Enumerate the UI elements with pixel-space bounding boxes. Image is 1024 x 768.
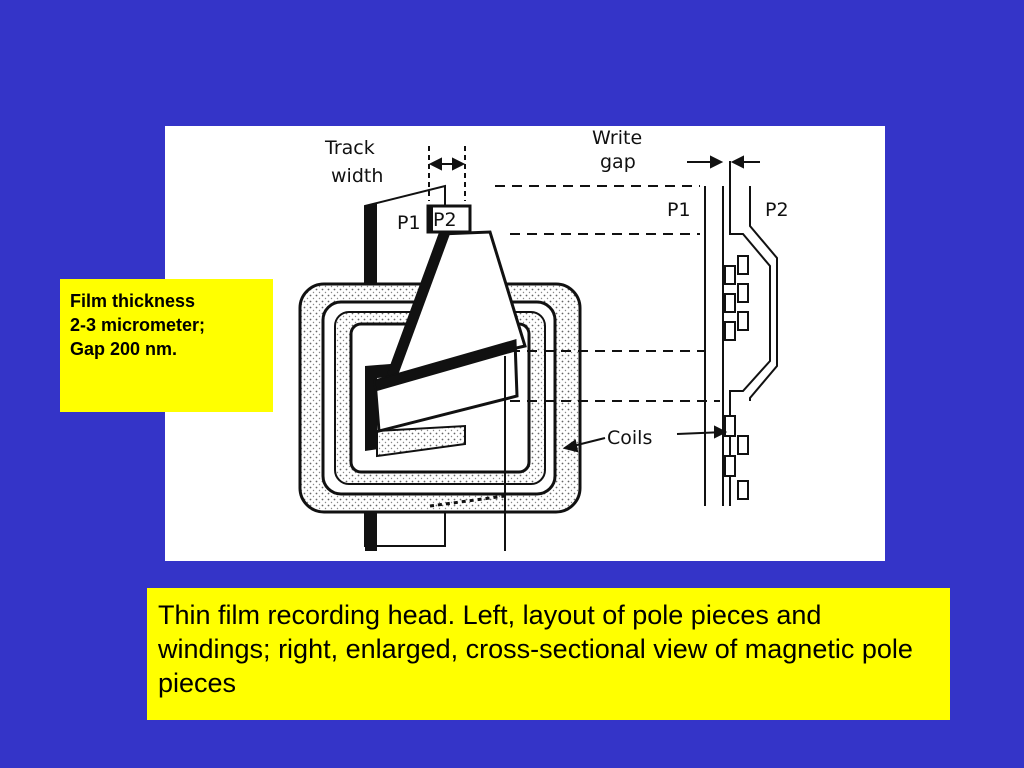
write-gap-dimension: [687, 155, 760, 169]
track-width-dimension: [428, 146, 466, 201]
write-gap-label-2: gap: [600, 151, 636, 173]
p1-right-label: P1: [667, 199, 691, 221]
coils-label: Coils: [607, 427, 652, 449]
write-gap-label-1: Write: [592, 127, 642, 149]
p2-left-label: P2: [433, 209, 457, 231]
film-thickness-callout: Film thickness 2-3 micrometer; Gap 200 n…: [60, 279, 273, 412]
p2-pole: [384, 204, 527, 381]
diagram-svg: Track width Write gap P1 P2 P1 P2 Coils: [298, 127, 789, 551]
note-line-2: 2-3 micrometer;: [70, 315, 206, 335]
cross-section: [704, 161, 778, 506]
coils-pointers: [562, 425, 728, 453]
figure-caption: Thin film recording head. Left, layout o…: [147, 588, 950, 720]
recording-head-diagram: Track width Write gap P1 P2 P1 P2 Coils: [165, 126, 885, 561]
note-line-1: Film thickness: [70, 291, 196, 311]
track-width-label-2: width: [331, 165, 383, 187]
caption-text: Thin film recording head. Left, layout o…: [158, 600, 913, 698]
guide-lines: [495, 185, 720, 402]
track-width-label-1: Track: [324, 137, 375, 159]
note-line-3: Gap 200 nm.: [70, 339, 178, 359]
yoke-block: [373, 339, 519, 433]
p1-left-label: P1: [397, 212, 421, 234]
p2-right-label: P2: [765, 199, 789, 221]
